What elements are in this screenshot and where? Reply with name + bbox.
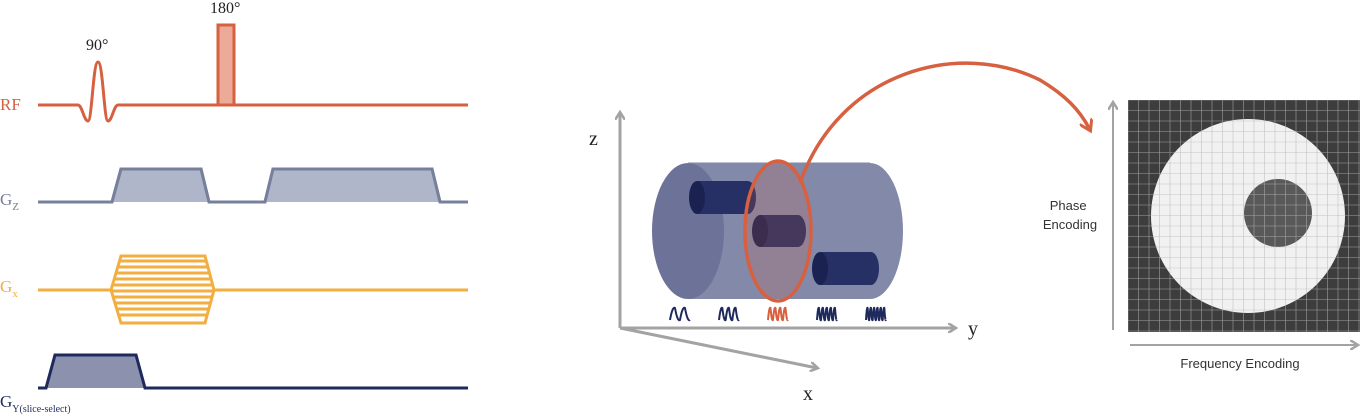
flip-90-label: 90° [86, 37, 108, 54]
frequency-wave [767, 306, 789, 322]
gz-lobe-1 [112, 169, 209, 202]
gy-label: GY(slice-select) [0, 392, 71, 415]
pulse-sequence-diagram: RF 90° 180° GZ Gx GY(slice-select) [0, 0, 468, 415]
frequency-wave [669, 306, 691, 322]
gx-label: Gx [0, 277, 18, 300]
flip-180-label: 180° [210, 0, 240, 17]
rf-waveform [38, 60, 218, 123]
frequency-wave [718, 306, 740, 322]
frequency-encoding-label: Frequency Encoding [1180, 356, 1299, 371]
axis-x-label: x [803, 383, 813, 405]
slice-to-kspace-arrow [798, 61, 1090, 184]
image-blob [1244, 179, 1312, 247]
gz-label: GZ [0, 190, 19, 213]
rf-label: RF [0, 95, 21, 114]
phantom-diagram: z y x [589, 61, 1090, 405]
frequency-wave [816, 306, 838, 322]
gx-phase-steps [111, 256, 214, 323]
axis-z-label: z [589, 128, 598, 150]
inner-cylinder-3 [812, 252, 879, 285]
kspace-image: Phase Encoding Frequency Encoding [1043, 100, 1360, 371]
x-axis [619, 326, 817, 368]
phase-encoding-label: Phase Encoding [1043, 198, 1097, 232]
inner-cylinder-2 [752, 215, 806, 247]
frequency-waves [669, 306, 887, 322]
gz-lobe-2 [265, 169, 440, 202]
inner-cylinder-1 [689, 181, 756, 214]
gy-waveform [38, 353, 468, 390]
axis-y-label: y [968, 318, 978, 340]
frequency-wave [865, 306, 887, 322]
rf-180-pulse [216, 23, 236, 107]
gy-lobe [46, 355, 145, 388]
gx-lobe-outline [109, 254, 216, 325]
selected-slice [743, 159, 813, 303]
kspace-grid [1128, 100, 1360, 332]
